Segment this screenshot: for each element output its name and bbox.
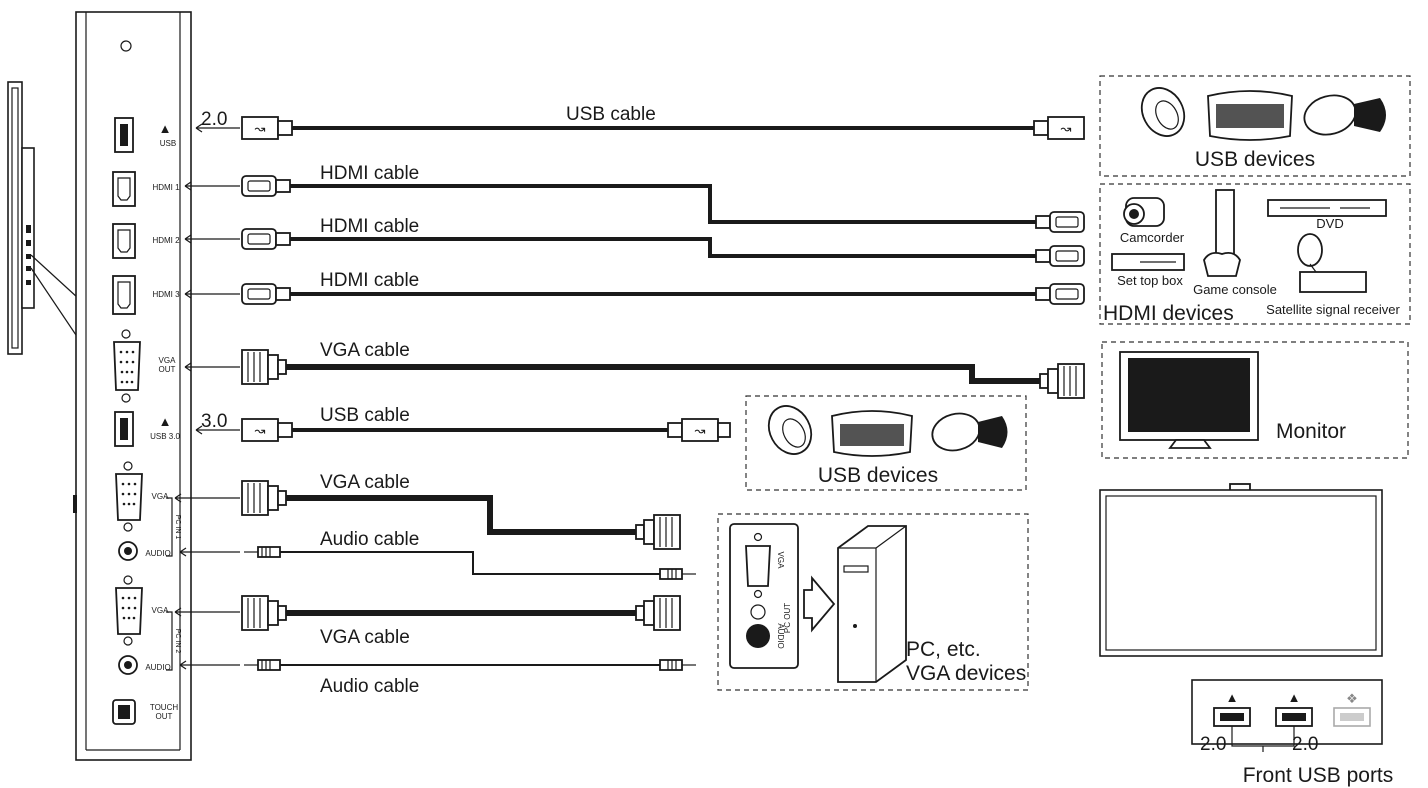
front-usb-ports: ▲ ▲ ❖ 2.0 2.0 Front USB ports [1200,690,1393,787]
usb30-cable-label: USB cable [320,405,410,426]
display-front-view [1099,483,1383,745]
android-icon: ▲ [1226,690,1239,705]
monitor-icon [1119,351,1259,449]
display-side-profile [7,81,79,355]
keyboard-icon [831,410,913,457]
keyboard-icon [1207,90,1293,141]
audio-pc1-cable: Audio cable [244,529,696,580]
usb30-port: ▲ USB 3.0 [114,411,180,447]
pc-out-label: PC OUT [783,603,792,633]
android-icon: ▲ [159,414,172,429]
vga-out-cable-label: VGA cable [320,340,410,361]
pc-in-1-label: PC IN 1 [174,515,181,540]
pc-in-2-ports: VGA AUDIO PC IN 2 [115,575,181,675]
monitor-box: Monitor [1101,341,1409,459]
pc-in-1-vga-label: VGA [152,492,170,501]
pc-tower-icon [837,525,907,683]
usb-cable-top-version: 2.0 [201,109,227,130]
camcorder-icon [1123,197,1165,227]
usb-trident-icon: ↝ [695,423,706,438]
windows-icon: ❖ [1346,691,1358,706]
dvd-label: DVD [1316,216,1343,231]
vga-out-port: VGA OUT [113,329,177,403]
android-icon: ▲ [159,121,172,136]
usb-trident-icon: ↝ [1061,121,1072,136]
usb-devices-top-label: USB devices [1195,148,1315,171]
webcam-icon [931,412,1008,452]
pc-label-1: PC, etc. [906,638,981,661]
touch-out-label-2: OUT [156,712,173,721]
vga-out-label-2: OUT [159,365,176,374]
front-usb-title: Front USB ports [1243,764,1394,787]
vga-out-label-1: VGA [159,356,177,365]
touch-out-port: TOUCH OUT [112,699,179,725]
usb-port: ▲ USB [114,117,176,153]
set-top-box-icon [1111,253,1185,271]
vga-pc1-cable: VGA cable [241,472,681,550]
camcorder-label: Camcorder [1120,230,1185,245]
hdmi3-cable: HDMI cable [241,270,1085,305]
mouse-icon [1140,87,1186,137]
usb30-cable-version: 3.0 [201,411,227,432]
vga-pc1-cable-label: VGA cable [320,472,410,493]
pc-in-2-audio-label: AUDIO [145,663,170,672]
usb30-port-label: USB 3.0 [150,432,180,441]
mouse-icon [767,405,813,455]
satellite-receiver-icon [1297,233,1367,293]
vga-out-cable: VGA cable [241,340,1085,399]
vga-pc2-cable: VGA cable [241,595,681,648]
usb-trident-icon: ↝ [255,121,266,136]
front-usb-left-version: 2.0 [1200,734,1226,755]
usb-cable-top: ↝ ↝ 2.0 USB cable [201,104,1085,140]
hdmi3-cable-label: HDMI cable [320,270,419,291]
usb-devices-top-box: USB devices [1099,75,1411,177]
usb-port-label: USB [160,139,176,148]
pc-in-1-audio-label: AUDIO [145,549,170,558]
dvd-player-icon [1267,199,1387,217]
game-console-label: Game console [1193,282,1277,297]
hdmi2-port-label: HDMI 2 [152,236,180,245]
front-usb-right-version: 2.0 [1292,734,1318,755]
audio-pc2-cable-label: Audio cable [320,676,419,697]
hdmi1-port: HDMI 1 [112,171,180,207]
pc-audio-label: AUDIO [776,623,785,648]
audio-pc1-cable-label: Audio cable [320,529,419,550]
monitor-label: Monitor [1276,420,1346,443]
pc-box: VGA PC OUT AUDIO PC, etc. VGA devices [717,513,1029,691]
hdmi-devices-box: Camcorder Game console DVD Set top box S… [1099,183,1411,325]
hdmi2-port: HDMI 2 [112,223,180,259]
usb-cable-top-label: USB cable [566,104,656,125]
audio-pc2-cable: Audio cable [244,659,696,697]
hdmi3-port-label: HDMI 3 [152,290,180,299]
hdmi1-cable: HDMI cable [241,163,1085,233]
pc-in-2-vga-label: VGA [152,606,170,615]
hdmi-devices-label: HDMI devices [1103,302,1234,325]
pc-in-2-label: PC IN 2 [174,629,181,654]
usb-trident-icon: ↝ [255,423,266,438]
game-console-icon [1203,189,1241,277]
usb-devices-mid-box: USB devices [745,395,1027,491]
pc-rear-io: VGA PC OUT AUDIO [729,523,799,669]
usb30-cable: ↝ ↝ 3.0 USB cable [201,405,731,442]
satellite-label: Satellite signal receiver [1266,302,1400,317]
hdmi3-port: HDMI 3 [112,275,180,315]
touch-out-label-1: TOUCH [150,703,179,712]
set-top-box-label: Set top box [1117,273,1183,288]
android-icon: ▲ [1288,690,1301,705]
usb-devices-mid-label: USB devices [818,464,938,487]
webcam-icon [1303,94,1386,136]
hdmi2-cable-label: HDMI cable [320,216,419,237]
pc-in-1-ports: VGA AUDIO PC IN 1 [115,461,181,561]
port-arrows [174,123,240,670]
pc-label-2: VGA devices [906,662,1026,685]
hdmi1-port-label: HDMI 1 [152,183,180,192]
arrow-right-icon [803,575,836,633]
pc-vga-label: VGA [776,552,785,570]
hdmi1-cable-label: HDMI cable [320,163,419,184]
hdmi2-cable: HDMI cable [241,216,1085,267]
vga-pc2-cable-label: VGA cable [320,627,410,648]
